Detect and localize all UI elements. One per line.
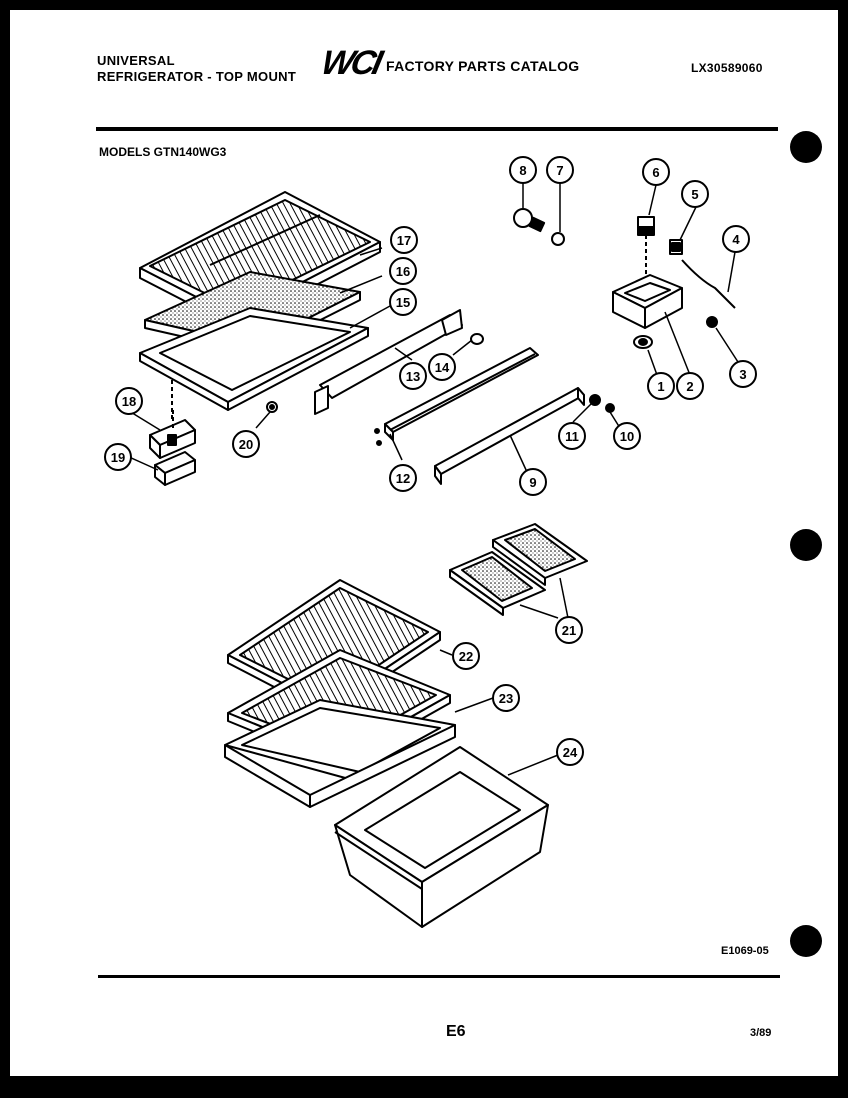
callout-11: 11 xyxy=(558,422,586,450)
svg-text:18: 18 xyxy=(122,394,136,409)
callout-14: 14 xyxy=(428,353,456,381)
svg-text:16: 16 xyxy=(396,264,410,279)
ice-tray-21a xyxy=(449,551,546,616)
callout-19: 19 xyxy=(104,443,132,471)
callout-21: 21 xyxy=(555,616,583,644)
callout-2: 2 xyxy=(676,372,704,400)
svg-text:6: 6 xyxy=(652,165,659,180)
light-bulb-8 xyxy=(513,208,546,233)
shelf-frame-15 xyxy=(139,307,369,411)
date-code: 3/89 xyxy=(750,1027,772,1039)
svg-text:24: 24 xyxy=(563,745,578,760)
header-rule xyxy=(96,127,778,131)
screw-3 xyxy=(706,316,718,328)
catalog-title: FACTORY PARTS CATALOG xyxy=(386,58,580,74)
page-number: E6 xyxy=(446,1023,466,1040)
exploded-parts-diagram: 1 2 3 4 5 6 7 8 9 10 11 12 13 14 15 16 1… xyxy=(104,156,757,928)
brand-line-1: UNIVERSAL xyxy=(97,53,175,68)
svg-text:3: 3 xyxy=(739,367,746,382)
callout-3: 3 xyxy=(729,360,757,388)
callout-5: 5 xyxy=(681,180,709,208)
nut-14 xyxy=(470,333,484,345)
svg-text:14: 14 xyxy=(435,360,450,375)
control-knob-6 xyxy=(637,216,655,236)
catalog-number: LX30589060 xyxy=(691,61,763,75)
callout-13: 13 xyxy=(399,362,427,390)
svg-text:17: 17 xyxy=(397,233,411,248)
models-label: MODELS GTN140WG3 xyxy=(99,145,227,159)
socket-7 xyxy=(551,232,565,246)
binder-hole-top xyxy=(790,131,822,163)
control-housing-2 xyxy=(612,274,683,329)
svg-text:11: 11 xyxy=(565,429,579,444)
callout-18: 18 xyxy=(115,387,143,415)
switch-5 xyxy=(669,239,683,255)
svg-text:15: 15 xyxy=(396,295,410,310)
callout-7: 7 xyxy=(546,156,574,184)
svg-text:21: 21 xyxy=(562,623,576,638)
callout-12: 12 xyxy=(389,464,417,492)
callout-10: 10 xyxy=(613,422,641,450)
svg-text:19: 19 xyxy=(111,450,125,465)
clip-18 xyxy=(149,419,196,459)
catalog-page: UNIVERSAL REFRIGERATOR - TOP MOUNT WCI F… xyxy=(10,10,838,1076)
binder-hole-middle xyxy=(790,529,822,561)
svg-text:13: 13 xyxy=(406,369,420,384)
figure-code: E1069-05 xyxy=(721,945,769,957)
brand-line-2: REFRIGERATOR - TOP MOUNT xyxy=(97,69,297,84)
leader-lines xyxy=(117,183,739,776)
callout-8: 8 xyxy=(509,156,537,184)
callout-4: 4 xyxy=(722,225,750,253)
callout-22: 22 xyxy=(452,642,480,670)
callout-1: 1 xyxy=(647,372,675,400)
ice-tray-21b xyxy=(492,523,588,586)
svg-text:4: 4 xyxy=(732,232,740,247)
svg-text:23: 23 xyxy=(499,691,513,706)
svg-text:20: 20 xyxy=(239,437,253,452)
svg-text:5: 5 xyxy=(691,187,698,202)
svg-text:1: 1 xyxy=(657,379,664,394)
callout-23: 23 xyxy=(492,684,520,712)
svg-text:12: 12 xyxy=(396,471,410,486)
wire-harness-4 xyxy=(681,259,736,309)
svg-text:7: 7 xyxy=(556,163,563,178)
crisper-cover-23 xyxy=(224,699,456,808)
binder-hole-bottom xyxy=(790,925,822,957)
footer-rule xyxy=(98,975,780,978)
callout-6: 6 xyxy=(642,158,670,186)
callout-24: 24 xyxy=(556,738,584,766)
svg-text:10: 10 xyxy=(620,429,634,444)
callout-16: 16 xyxy=(389,257,417,285)
crisper-drawer-24 xyxy=(334,746,549,928)
callout-17: 17 xyxy=(390,226,418,254)
svg-text:2: 2 xyxy=(686,379,693,394)
callout-9: 9 xyxy=(519,468,547,496)
rail-12 xyxy=(374,347,539,446)
callout-15: 15 xyxy=(389,288,417,316)
clip-19 xyxy=(154,451,196,486)
rail-9 xyxy=(434,387,585,485)
svg-text:9: 9 xyxy=(529,475,536,490)
svg-text:8: 8 xyxy=(519,163,526,178)
screw-10 xyxy=(605,403,615,413)
svg-text:22: 22 xyxy=(459,649,473,664)
callout-20: 20 xyxy=(232,430,260,458)
bracket-13 xyxy=(314,309,463,415)
